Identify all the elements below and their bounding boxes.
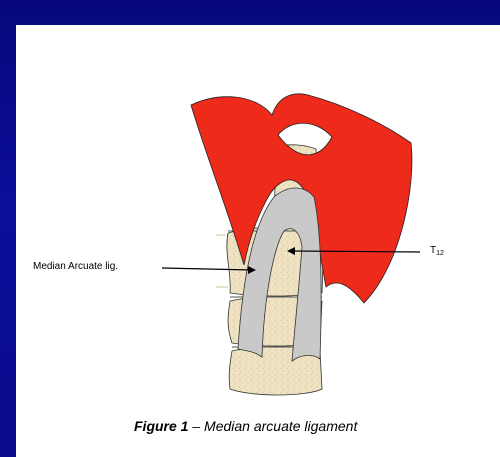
figure-caption: Figure 1 – Median arcuate ligament (134, 418, 357, 434)
t12-label: T12 (430, 245, 444, 257)
t12-label-subscript: 12 (436, 250, 444, 257)
figure-caption-text: – Median arcuate ligament (188, 418, 357, 434)
figure-number: Figure 1 (134, 418, 188, 434)
anatomy-diagram (16, 25, 500, 457)
figure-panel: Median Arcuate lig. T12 Figure 1 – Media… (16, 25, 500, 457)
median-arcuate-label: Median Arcuate lig. (33, 261, 118, 272)
